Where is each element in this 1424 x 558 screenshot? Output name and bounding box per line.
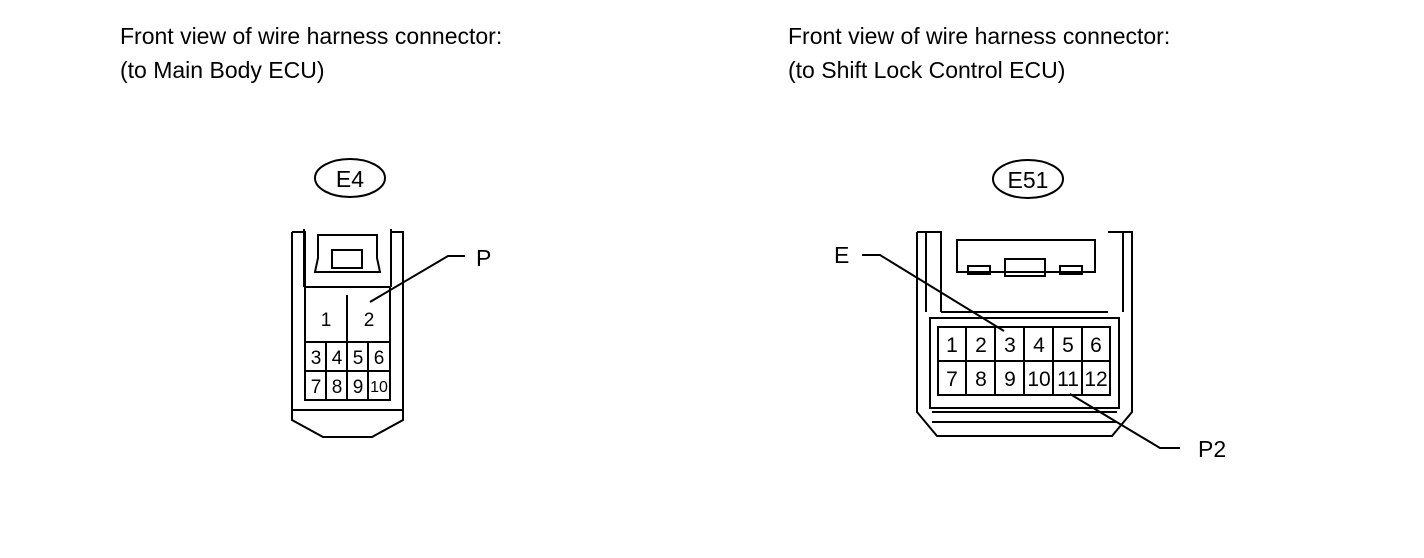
e4-id-oval (314, 158, 386, 198)
e51-pin-label: 4 (1033, 334, 1045, 357)
e51-pin-label: 10 (1027, 368, 1050, 391)
e51-pin-label: 9 (1004, 368, 1016, 391)
e51-pin-label: 8 (975, 368, 987, 391)
e51-pin-label: 6 (1090, 334, 1102, 357)
e4-pin-label: 8 (332, 377, 343, 398)
e51-callout-e-line (862, 254, 1005, 332)
e51-pin-label: 2 (975, 334, 987, 357)
e51-pin-label: 7 (946, 368, 958, 391)
e4-pin-label: 4 (332, 348, 343, 369)
e51-callout-top-label: E (834, 242, 849, 268)
e51-id-label: E51 (1008, 167, 1049, 193)
e4-pin-label: 1 (321, 310, 332, 331)
e4-pin-label: 6 (374, 348, 385, 369)
e51-id-oval (992, 159, 1064, 199)
e4-id-label: E4 (336, 166, 364, 192)
e4-pin-label: 10 (370, 379, 388, 396)
e51-pin-label: 3 (1004, 334, 1016, 357)
e4-pin-grid (305, 295, 390, 400)
e4-callout-line (369, 255, 465, 303)
e51-callout-bottom-label: P2 (1198, 436, 1226, 462)
e4-housing (291, 229, 404, 438)
e4-callout-label: P (476, 245, 491, 271)
e4-pin-label: 9 (353, 377, 364, 398)
e51-pin-label: 5 (1062, 334, 1074, 357)
right-caption-line2: (to Shift Lock Control ECU) (788, 57, 1066, 83)
e51-callout-p2-line (1069, 393, 1180, 449)
e4-pin-label: 7 (311, 377, 322, 398)
e51-pin-grid (937, 326, 1111, 396)
left-caption-line2: (to Main Body ECU) (120, 57, 325, 83)
e4-pin-label: 5 (353, 348, 364, 369)
right-caption-line1: Front view of wire harness connector: (788, 23, 1171, 49)
e51-pin-label: 12 (1084, 368, 1107, 391)
e51-pin-label: 1 (946, 334, 958, 357)
e51-housing (916, 231, 1133, 437)
e4-pin-label: 3 (311, 348, 322, 369)
e4-pin-label: 2 (364, 310, 375, 331)
e51-pin-label: 11 (1057, 368, 1079, 391)
left-caption-line1: Front view of wire harness connector: (120, 23, 503, 49)
